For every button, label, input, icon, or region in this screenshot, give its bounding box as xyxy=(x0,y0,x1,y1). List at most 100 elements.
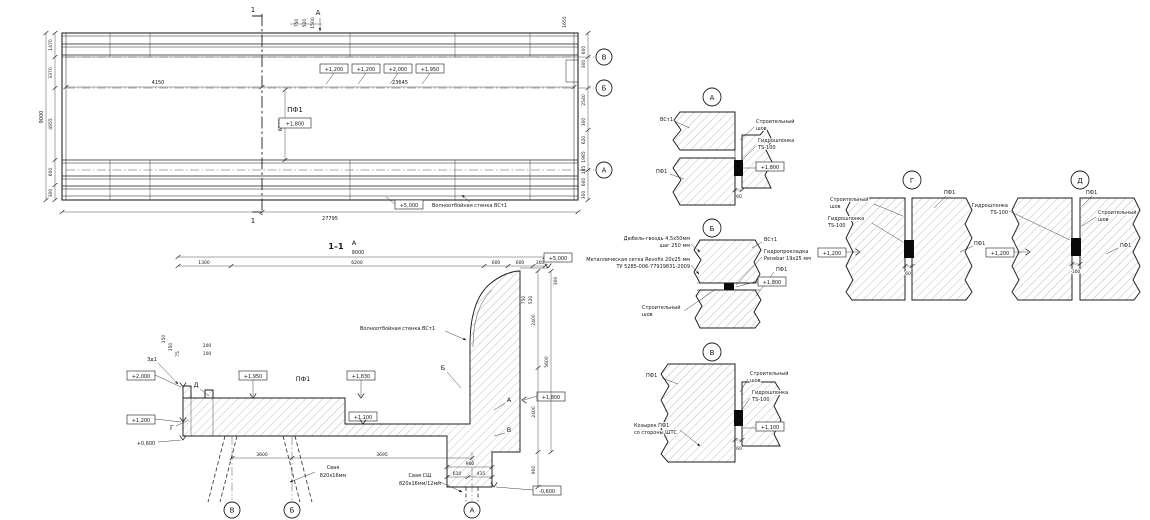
waterstop-label: Гидрошпонка xyxy=(758,138,794,144)
detail-mark: В xyxy=(507,426,511,434)
dim-label: 23645 xyxy=(392,80,408,86)
dim-label: 435 xyxy=(477,471,486,477)
waterstop-label: Гидрошпонка xyxy=(752,390,788,396)
elevation-label: +1,800 xyxy=(763,280,782,286)
dim-label: 75 xyxy=(175,351,181,357)
elevation-label: +2,000 xyxy=(389,67,408,73)
element-label: ПФ1 xyxy=(1086,190,1097,196)
elevation-label: +1,950 xyxy=(421,67,440,73)
dim-label: 1300 xyxy=(198,260,210,266)
detail-v: В ПФ1 Строительный шов Гидрошпонка TS-10… xyxy=(633,342,789,463)
pile-label: Свая СШ xyxy=(409,473,432,479)
view-direction-label: А xyxy=(352,239,357,247)
section-right-dimensions: 2400 5600 2400 900 xyxy=(531,268,554,490)
element-label: ПФ1 xyxy=(1120,243,1131,249)
joint-label: Строительный xyxy=(642,304,680,311)
dim-label: 60 xyxy=(736,194,742,200)
dim-label: 9000 xyxy=(39,111,45,124)
detail-id: А xyxy=(710,94,715,102)
section-labels: ПФ1 Волноотбойная стенка ВСт1 Б А В Г Д … xyxy=(147,277,559,437)
dim-label: 1500 xyxy=(310,17,316,29)
section-pile-labels: Свая 820х16мм Свая СШ 820х16мм/12мм xyxy=(289,464,463,493)
detail-g: Г Строительный шов Гидрошпонка TS-100 ПФ… xyxy=(817,170,986,301)
detail-mark: А xyxy=(507,396,512,404)
joint-label: шов xyxy=(642,312,653,318)
gasket-label: Гидропрокладка xyxy=(764,249,808,255)
axis-letter: Б xyxy=(290,507,295,515)
detail-d: Д ПФ1 Гидрошпонка TS-100 Строительный шо… xyxy=(971,170,1141,301)
embed-label: Зд1 xyxy=(147,357,157,363)
axis-letter: В xyxy=(230,507,235,515)
dim-label: 3370 xyxy=(48,67,54,79)
elevation-label: +1,200 xyxy=(132,418,151,424)
pile-label: 820х16мм/12мм xyxy=(399,481,441,487)
dim-label: 600 xyxy=(581,46,587,55)
elevation-label: +2,000 xyxy=(132,374,151,380)
element-label: ПФ1 xyxy=(287,106,303,114)
dim-label: 60 xyxy=(736,446,742,452)
dim-label: 2540 xyxy=(581,94,587,106)
elevation-label: +1,800 xyxy=(286,122,305,128)
dim-label: 6200 xyxy=(351,260,363,266)
section-concrete xyxy=(182,270,521,488)
dim-label: 520 xyxy=(528,296,534,305)
joint-label: шов xyxy=(756,126,767,132)
elevation-label: +1,100 xyxy=(761,425,780,431)
section-axis-markers: В Б А xyxy=(223,501,481,519)
elevation-label: +5,000 xyxy=(549,256,568,262)
dim-label: 600 xyxy=(492,260,501,266)
mesh-label: ТУ 5285-006-77919831-2009 xyxy=(615,264,690,270)
dim-label: 3600 xyxy=(256,452,268,458)
dim-label: 900 xyxy=(531,466,537,475)
joint-label: Строительный xyxy=(756,118,794,125)
elevation-label: +1,800 xyxy=(761,165,780,171)
elevation-label: +1,830 xyxy=(352,374,371,380)
plan-dimensions: 750 520 1500 1655 4150 23645 6200 27795 … xyxy=(39,16,591,222)
axis-letter: А xyxy=(602,167,607,175)
dim-label: 4955 xyxy=(48,118,54,130)
dim-label: 300 xyxy=(48,189,54,198)
elevation-label: +0,600 xyxy=(137,441,156,447)
dim-label: 4150 xyxy=(152,80,165,86)
element-label: ВСт1 xyxy=(764,237,777,243)
section-view: 1–1 А 9000 1300 6200 600 600 300 +5,000 … xyxy=(126,239,573,519)
dim-label: 750 xyxy=(521,296,527,305)
detail-b: Б Дюбель-гвоздь 4,5х50мм шаг 250 мм Мета… xyxy=(585,218,812,329)
pile-label: Свая xyxy=(327,465,340,471)
dim-label: 185 xyxy=(581,166,587,175)
section-cut-label: 1 xyxy=(251,217,255,225)
element-label: ПФ1 xyxy=(776,267,787,273)
dim-label: 900 xyxy=(466,461,475,467)
dim-label: 1470 xyxy=(48,39,54,51)
waterstop-label: TS-100 xyxy=(989,210,1008,216)
elevation-label: +1,200 xyxy=(357,67,376,73)
dim-label: 3695 xyxy=(376,452,388,458)
dim-label: 600 xyxy=(516,260,525,266)
plan-linework xyxy=(61,32,594,201)
section-piles xyxy=(207,435,479,503)
elevation-label: +1,200 xyxy=(325,67,344,73)
wall-label: Волноотбойная стенка ВСт1 xyxy=(432,202,507,209)
detail-mark: Д xyxy=(193,381,198,389)
dim-label: 60 xyxy=(905,271,911,277)
dim-label: 520 xyxy=(302,19,308,28)
plan-view: 1 1 А 750 520 1500 1655 4150 23645 6200 … xyxy=(39,6,613,225)
dim-label: 300 xyxy=(581,60,587,69)
axis-letter: В xyxy=(602,54,607,62)
section-cut-label: 1 xyxy=(251,6,255,14)
waterstop-label: TS-100 xyxy=(751,397,770,403)
waterstop-label: Гидрошпонка xyxy=(828,216,864,222)
canopy-label: Козырек ПФ1 xyxy=(634,423,669,429)
joint-label: шов xyxy=(750,378,761,384)
pile-label: 820х16мм xyxy=(320,473,347,479)
plan-axis-markers: В Б А xyxy=(595,48,613,179)
dim-label: 350 xyxy=(168,343,174,352)
canopy-label: со стороны ШТС xyxy=(634,430,678,436)
elevation-label: +1,100 xyxy=(354,415,373,421)
dim-label: 300 xyxy=(536,260,545,266)
dim-label: 1655 xyxy=(562,16,568,28)
dim-label: 600 xyxy=(581,178,587,187)
dim-label: 1985 xyxy=(581,151,587,163)
